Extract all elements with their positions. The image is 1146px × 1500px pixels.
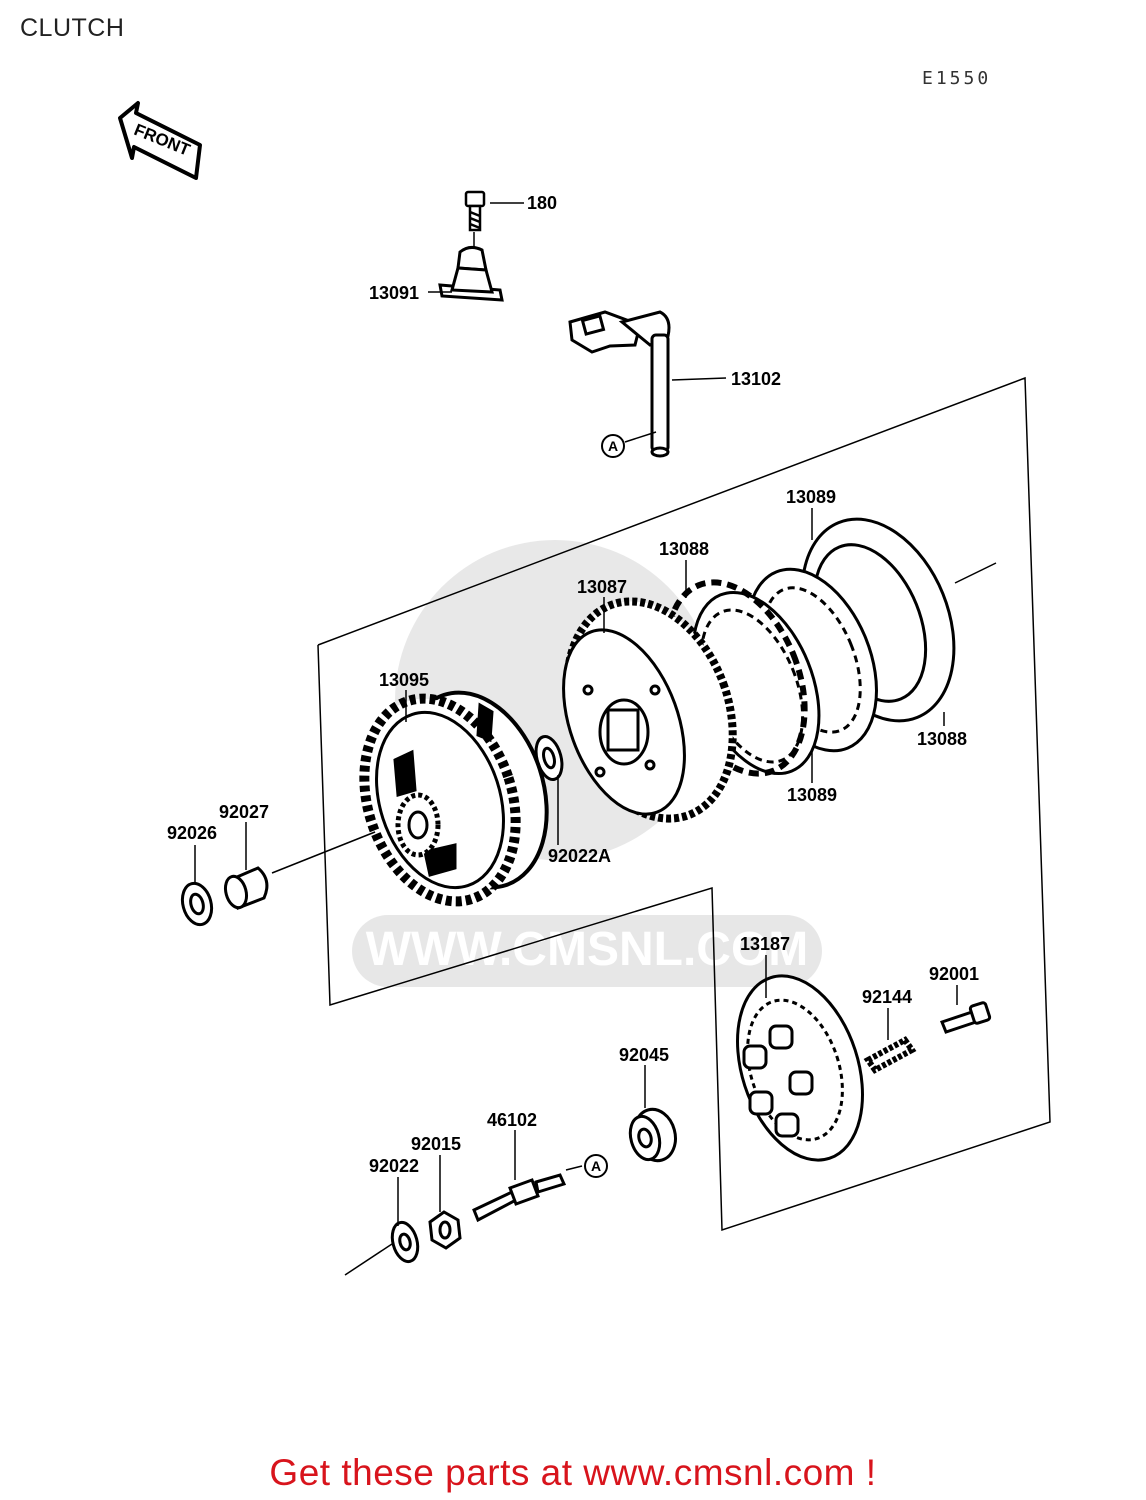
sleeve-92027: [223, 866, 269, 910]
clutch-housing-13095: [359, 690, 549, 907]
callout-92015: 92015: [411, 1134, 461, 1154]
bolt-92001: [940, 1001, 992, 1034]
callout-13091: 13091: [369, 283, 419, 303]
callout-180: 180: [527, 193, 557, 213]
callout-46102: 46102: [487, 1110, 537, 1130]
callout-92022: 92022: [369, 1156, 419, 1176]
callout-13087: 13087: [577, 577, 627, 597]
callout-13089-top: 13089: [786, 487, 836, 507]
callout-92027: 92027: [219, 802, 269, 822]
spring-92144: [863, 1036, 917, 1074]
callout-92045: 92045: [619, 1045, 669, 1065]
callout-13088-bottom: 13088: [917, 729, 967, 749]
diagram-code: E1550: [922, 68, 992, 89]
reference-mark-a-lower-text: A: [591, 1158, 601, 1174]
lever-13102: [568, 310, 671, 458]
reference-mark-a-upper-text: A: [608, 438, 618, 454]
callout-13089-bottom: 13089: [787, 785, 837, 805]
footer-banner-link[interactable]: Get these parts at www.cmsnl.com !: [269, 1452, 877, 1493]
front-arrow-icon: FRONT: [118, 101, 202, 180]
callout-92026: 92026: [167, 823, 217, 843]
bolt-180: [464, 190, 486, 232]
bearing-92045: [628, 1107, 677, 1163]
callout-92022A: 92022A: [548, 846, 611, 866]
callout-labels: 180 13091 13102 13089 13088 13087 13095 …: [167, 193, 979, 1176]
callout-13095: 13095: [379, 670, 429, 690]
callout-13088-top: 13088: [659, 539, 709, 559]
callout-92144: 92144: [862, 987, 912, 1007]
washer-92022: [390, 1220, 420, 1264]
callout-92001: 92001: [929, 964, 979, 984]
reference-mark-a-upper: A: [601, 434, 625, 458]
pressure-plate-13187: [736, 974, 864, 1162]
leader-lines: [194, 202, 958, 1226]
clutch-hub-13087: [562, 597, 737, 823]
page-title: CLUTCH: [20, 14, 125, 42]
reference-mark-a-lower: A: [584, 1154, 608, 1178]
callout-13102: 13102: [731, 369, 781, 389]
assembly-outline: [271, 376, 1051, 1276]
watermark-text: WWW.CMSNL.COM: [366, 923, 809, 976]
washer-92026: [180, 881, 214, 927]
nut-92015: [428, 1210, 462, 1250]
callout-13187: 13187: [740, 934, 790, 954]
push-rod-46102: [472, 1173, 567, 1223]
